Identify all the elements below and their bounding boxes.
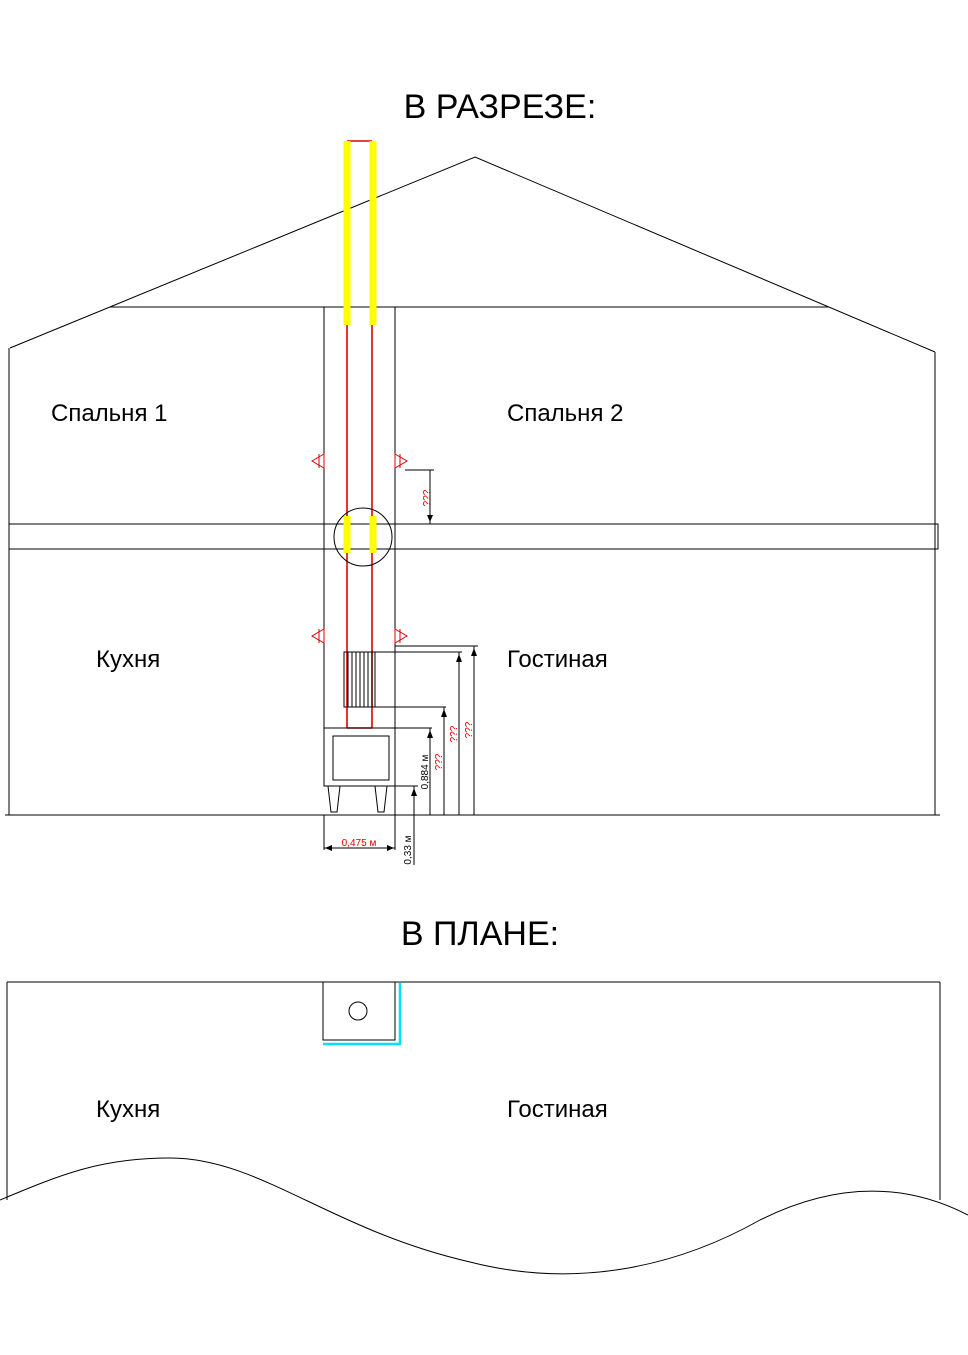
dim-stove-top: ??? [464, 721, 475, 738]
plan-walls [6, 981, 941, 1200]
break-line [0, 1157, 968, 1275]
roof [9, 156, 936, 353]
dimension-lines [323, 469, 478, 865]
room-label-living: Гостиная [507, 646, 608, 673]
dim-ceiling-gap: ??? [422, 489, 433, 506]
pass-through-circle [333, 507, 393, 567]
room-label-kitchen: Кухня [96, 646, 160, 673]
wall-brackets [311, 453, 408, 644]
plan-stove [322, 981, 402, 1046]
plan-room-label-kitchen: Кухня [96, 1096, 160, 1123]
dim-stove-height: 0,884 м [420, 755, 431, 790]
plan-room-label-living: Гостиная [507, 1096, 608, 1123]
room-label-bedroom1: Спальня 1 [51, 400, 167, 427]
floor-slab [8, 523, 939, 550]
house-walls [5, 348, 940, 816]
heat-exchanger-box [343, 651, 376, 708]
flue-pipe [346, 140, 373, 729]
dim-box-top: ??? [434, 753, 445, 770]
dim-stove-width: 0,475 м [342, 838, 377, 849]
section-title: В РАЗРЕЗЕ: [404, 88, 597, 126]
room-label-bedroom2: Спальня 2 [507, 400, 623, 427]
pipe-insulation [343, 141, 377, 553]
dim-box-bottom: ??? [449, 725, 460, 742]
stove [323, 727, 396, 813]
plan-title: В ПЛАНЕ: [401, 915, 559, 953]
dim-leg-height: 0,33 м [403, 835, 414, 864]
chimney-shaft [323, 307, 396, 815]
